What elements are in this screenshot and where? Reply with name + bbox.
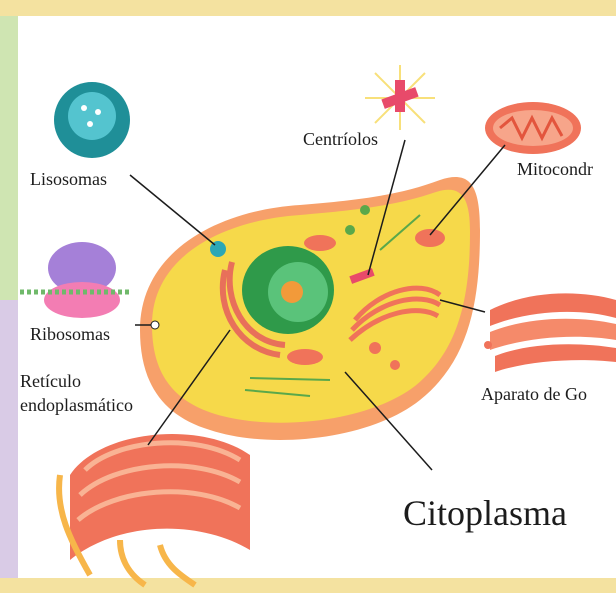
- label-reticulo-1: Retículo: [20, 372, 81, 392]
- label-centriolos: Centríolos: [303, 130, 378, 150]
- ribosome-marker: [151, 321, 159, 329]
- golgi-illustration: [484, 293, 616, 372]
- label-mitocondria: Mitocondr: [517, 160, 593, 180]
- lysosome-illustration: [54, 82, 130, 158]
- mitochondrion-illustration: [485, 102, 581, 154]
- nucleolus: [281, 281, 303, 303]
- pointer-lisosomas: [130, 175, 215, 245]
- cell: [140, 177, 480, 440]
- mitochondrion-inside-3: [287, 349, 323, 365]
- label-reticulo-2: endoplasmático: [20, 396, 133, 416]
- label-aparato: Aparato de Go: [481, 385, 587, 405]
- label-ribosomas: Ribosomas: [30, 325, 110, 345]
- vesicle: [390, 360, 400, 370]
- label-citoplasma: Citoplasma: [403, 494, 567, 534]
- vesicle: [345, 225, 355, 235]
- label-lisosomas: Lisosomas: [30, 170, 107, 190]
- er-illustration: [59, 434, 250, 585]
- ribosome-illustration: [20, 242, 130, 318]
- centriole-illustration: [365, 65, 435, 130]
- vesicle: [360, 205, 370, 215]
- mitochondrion-inside: [304, 235, 336, 251]
- mitochondrion-inside-2: [415, 229, 445, 247]
- vesicle: [369, 342, 381, 354]
